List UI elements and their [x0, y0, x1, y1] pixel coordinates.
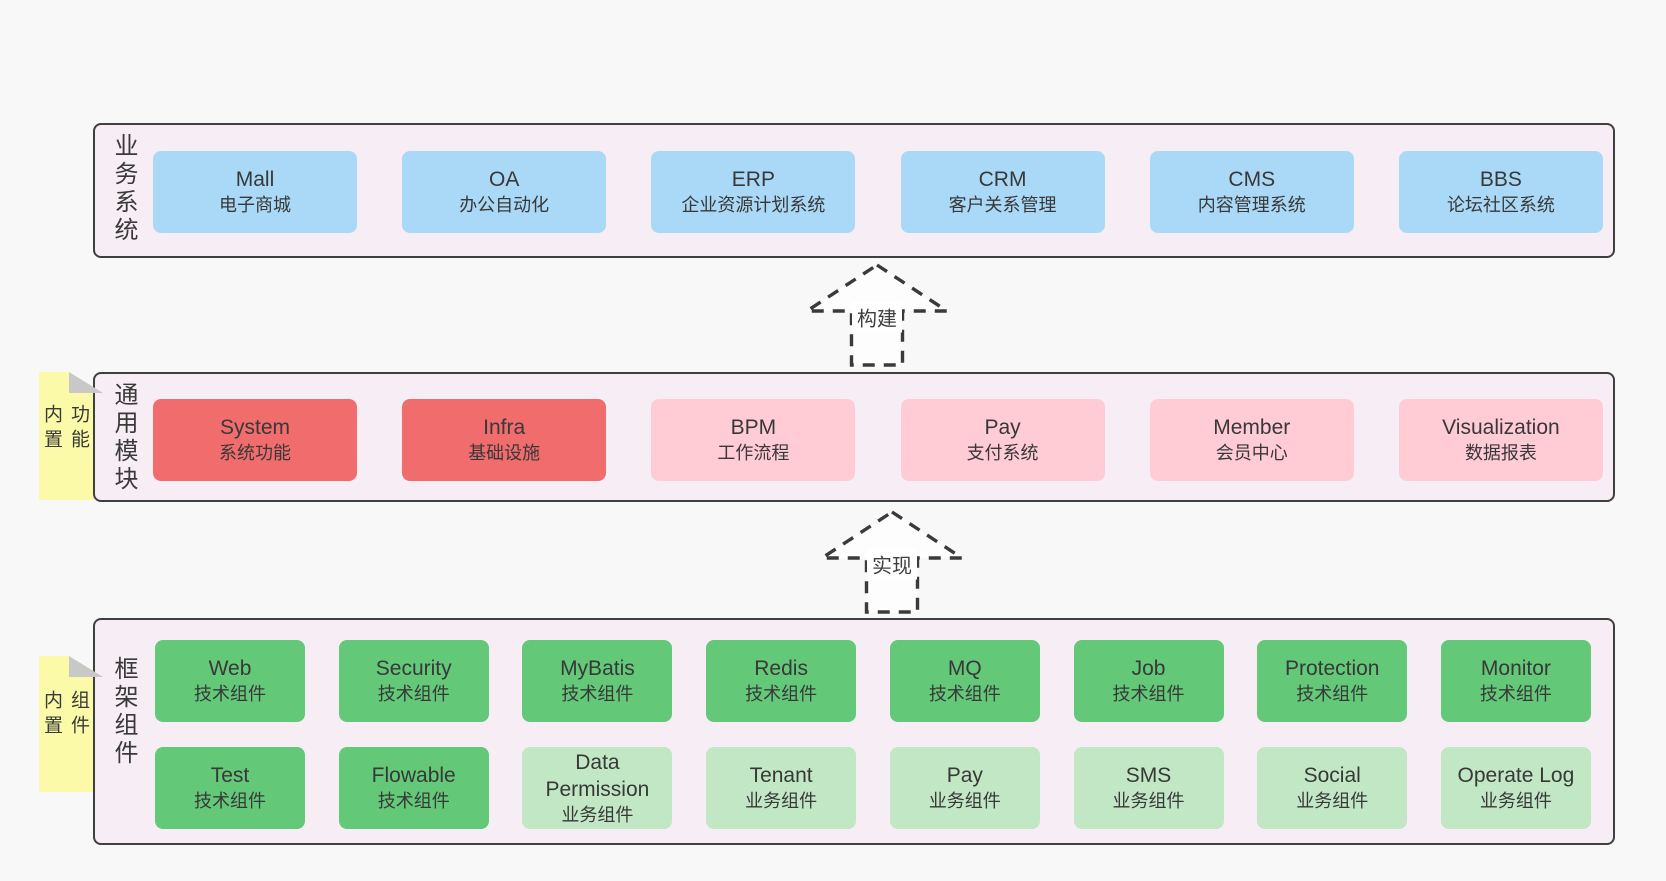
box-job: Job 技术组件 — [1073, 640, 1224, 722]
box-cms: CMS 内容管理系统 — [1149, 151, 1354, 233]
module-subtitle: 内容管理系统 — [1197, 195, 1306, 215]
module-subtitle: 业务组件 — [1479, 791, 1552, 811]
module-name: Pay — [946, 764, 983, 787]
module-subtitle: 客户关系管理 — [948, 195, 1057, 215]
module-subtitle: 技术组件 — [561, 684, 634, 704]
module-subtitle: 技术组件 — [377, 791, 450, 811]
box-bpm: BPM 工作流程 — [651, 399, 856, 481]
module-subtitle: 电子商城 — [219, 195, 291, 215]
box-data-permission: Data Permission 业务组件 — [522, 747, 673, 829]
box-protection: Protection 技术组件 — [1257, 640, 1408, 722]
module-name: Security — [375, 657, 452, 680]
module-subtitle: 业务组件 — [1296, 791, 1369, 811]
module-subtitle: 技术组件 — [377, 684, 450, 704]
box-redis: Redis 技术组件 — [706, 640, 857, 722]
module-subtitle: 技术组件 — [745, 684, 818, 704]
module-subtitle: 业务组件 — [928, 791, 1001, 811]
module-subtitle: 基础设施 — [468, 443, 541, 463]
module-subtitle: 支付系统 — [966, 443, 1039, 463]
module-name: BBS — [1479, 168, 1522, 191]
box-oa: OA 办公自动化 — [402, 151, 607, 233]
module-subtitle: 企业资源计划系统 — [681, 195, 826, 215]
module-subtitle: 会员中心 — [1215, 443, 1288, 463]
module-name: Social — [1303, 764, 1361, 787]
module-subtitle: 论坛社区系统 — [1446, 195, 1555, 215]
box-operate-log: Operate Log 业务组件 — [1440, 747, 1591, 829]
box-web: Web 技术组件 — [155, 640, 305, 722]
module-subtitle: 技术组件 — [194, 791, 266, 811]
box-security: Security 技术组件 — [338, 640, 489, 722]
box-social: Social 业务组件 — [1257, 747, 1408, 829]
module-name: MQ — [947, 657, 982, 680]
module-subtitle: 业务组件 — [561, 804, 634, 825]
box-crm: CRM 客户关系管理 — [900, 151, 1105, 233]
module-name: Tenant — [749, 764, 813, 787]
box-test: Test 技术组件 — [155, 747, 305, 829]
module-name: Test — [210, 764, 250, 787]
module-name: OA — [489, 168, 520, 191]
module-name: System — [219, 416, 290, 439]
module-name: Mall — [235, 168, 275, 191]
module-name: Pay — [984, 416, 1021, 439]
module-subtitle: 技术组件 — [1479, 684, 1552, 704]
box-pay-biz: Pay 业务组件 — [889, 747, 1040, 829]
module-name: SMS — [1125, 764, 1172, 787]
module-name: Operate Log — [1457, 764, 1575, 787]
box-monitor: Monitor 技术组件 — [1440, 640, 1591, 722]
layer-label: 框架组件 — [110, 656, 137, 768]
module-subtitle: 数据报表 — [1464, 443, 1537, 463]
sticky-note-label: 内置功能 — [41, 404, 89, 454]
module-subtitle: 技术组件 — [194, 684, 266, 704]
box-bbs: BBS 论坛社区系统 — [1398, 151, 1603, 233]
arrow-build: 构建 — [804, 262, 950, 368]
module-name: Web — [208, 657, 252, 680]
module-subtitle: 办公自动化 — [459, 195, 550, 215]
box-erp: ERP 企业资源计划系统 — [651, 151, 856, 233]
module-subtitle: 工作流程 — [717, 443, 790, 463]
layer-common-modules: 通用模块 System 系统功能 Infra 基础设施 BPM 工作流程 Pay… — [93, 372, 1615, 502]
sticky-note-builtin-components: 内置组件 — [39, 656, 94, 792]
box-pay: Pay 支付系统 — [900, 399, 1105, 481]
module-subtitle: 技术组件 — [1112, 684, 1185, 704]
module-name: Member — [1213, 416, 1291, 439]
arrow-implement: 实现 — [819, 509, 965, 615]
module-subtitle: 技术组件 — [1296, 684, 1369, 704]
box-tenant: Tenant 业务组件 — [706, 747, 857, 829]
sticky-note-builtin-features: 内置功能 — [39, 372, 94, 500]
module-name: Data Permission — [545, 750, 650, 801]
module-name: BPM — [730, 416, 777, 439]
module-name: MyBatis — [560, 657, 635, 680]
layer-business-systems: 业务系统 Mall 电子商城 OA 办公自动化 ERP 企业资源计划系统 CRM… — [93, 123, 1615, 258]
box-system: System 系统功能 — [153, 399, 357, 481]
module-subtitle: 技术组件 — [928, 684, 1001, 704]
module-name: Monitor — [1480, 657, 1551, 680]
box-mybatis: MyBatis 技术组件 — [522, 640, 673, 722]
module-name: Visualization — [1442, 416, 1560, 439]
arrow-label: 构建 — [852, 301, 902, 333]
box-flowable: Flowable 技术组件 — [338, 747, 489, 829]
layer-label: 业务系统 — [110, 133, 137, 245]
module-subtitle: 业务组件 — [745, 791, 818, 811]
module-subtitle: 系统功能 — [219, 443, 291, 463]
box-visualization: Visualization 数据报表 — [1398, 399, 1603, 481]
module-name: CMS — [1228, 168, 1276, 191]
module-name: CRM — [978, 168, 1027, 191]
box-infra: Infra 基础设施 — [402, 399, 607, 481]
box-sms: SMS 业务组件 — [1073, 747, 1224, 829]
box-mall: Mall 电子商城 — [153, 151, 357, 233]
layer-framework-components: 框架组件 Web 技术组件 Security 技术组件 MyBatis 技术组件… — [93, 618, 1615, 845]
module-name: ERP — [731, 168, 775, 191]
layer-label: 通用模块 — [110, 382, 137, 494]
box-member: Member 会员中心 — [1149, 399, 1354, 481]
module-name: Redis — [754, 657, 808, 680]
arrow-label: 实现 — [867, 548, 917, 580]
box-mq: MQ 技术组件 — [889, 640, 1040, 722]
module-name: Infra — [483, 416, 526, 439]
module-name: Flowable — [371, 764, 456, 787]
module-subtitle: 业务组件 — [1112, 791, 1185, 811]
sticky-note-label: 内置组件 — [41, 690, 89, 740]
module-name: Protection — [1284, 657, 1380, 680]
module-name: Job — [1131, 657, 1166, 680]
